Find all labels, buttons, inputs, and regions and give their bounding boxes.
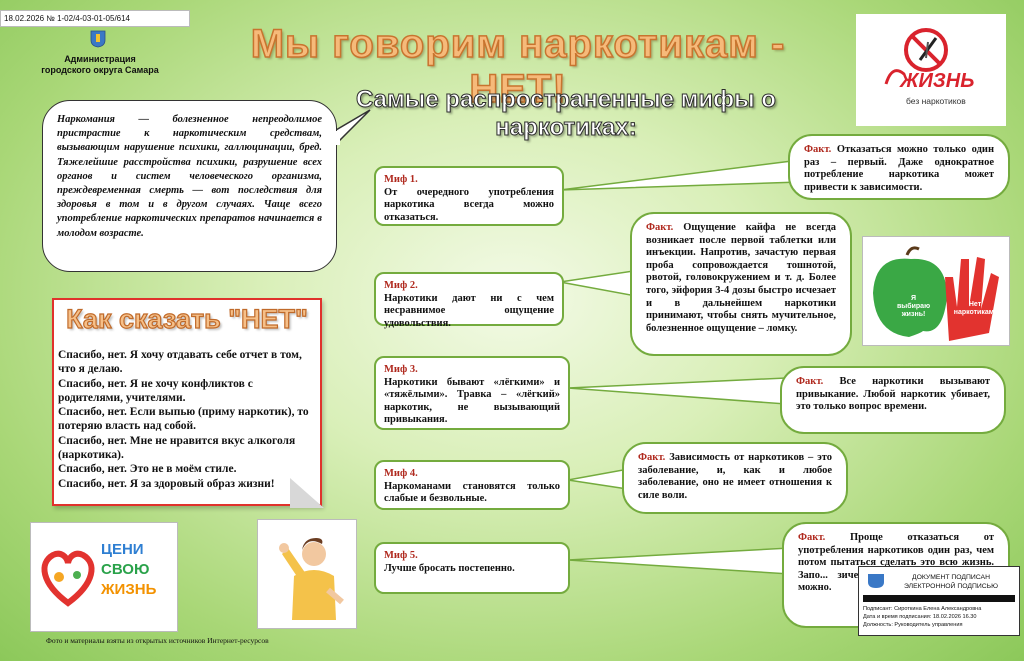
myth-text: Наркоманами становятся только слабые и б… xyxy=(384,480,560,505)
apple-text-2: выбираю xyxy=(897,303,931,310)
myth-card-4: Миф 4. Наркоманами становятся только сла… xyxy=(374,460,570,510)
refusal-phrase: Спасибо, нет. Это не в моём стиле. xyxy=(58,463,237,476)
how-to-say-no-card xyxy=(52,298,322,506)
apple-and-hand-icon xyxy=(873,246,999,341)
fact-label: Факт. xyxy=(804,144,832,155)
heart-icon xyxy=(41,550,95,607)
waving-person-picture xyxy=(257,519,357,629)
myth-card-3: Миф 3. Наркотики бывают «лёгкими» и «тяж… xyxy=(374,356,570,430)
city-emblem-icon xyxy=(90,30,106,48)
refusal-phrase: Спасибо, нет. Мне не нравится вкус алког… xyxy=(58,434,296,462)
myth-text: Наркотики дают ни с чем несравнимое ощущ… xyxy=(384,292,554,329)
stamp-title-2: ЭЛЕКТРОННОЙ ПОДПИСЬЮ xyxy=(904,583,998,590)
fact-text: Все наркотики вызывают привыкание. Любой… xyxy=(796,376,990,413)
myth-label: Миф 1. xyxy=(384,174,418,185)
page-title: Мы говорим наркотикам - НЕТ! xyxy=(250,21,786,112)
addiction-definition: Наркомания — болезненное непреодолимое п… xyxy=(42,100,337,272)
fact-text: Отказаться можно только один раз – первы… xyxy=(804,144,995,193)
fact-bubble-2: Факт. Ощущение кайфа не всегда возникает… xyxy=(630,212,852,356)
stamp-position: Должность: Руководитель управления xyxy=(863,622,963,628)
myth-card-5: Миф 5. Лучше бросать постепенно. xyxy=(374,542,570,594)
apple-text-1: Я xyxy=(911,295,917,302)
myth-label: Миф 5. xyxy=(384,550,418,561)
no-drugs-icon xyxy=(884,28,948,85)
value-your-life-picture: ЦЕНИ СВОЮ ЖИЗНЬ xyxy=(30,522,178,632)
fact-label: Факт. xyxy=(646,222,674,233)
stamp-signer: Подписант: Сироткина Елена Александровна xyxy=(863,606,982,612)
sources-footnote: Фото и материалы взяты из открытых источ… xyxy=(46,636,269,645)
refusal-phrase: Спасибо, нет. Я хочу отдавать себе отчет… xyxy=(58,349,302,376)
choose-life-picture: Я выбираю жизнь! Нет наркотикам! xyxy=(862,236,1010,346)
value-life-word-2: СВОЮ xyxy=(101,561,150,578)
admin-line-1: Администрация xyxy=(64,54,136,64)
myth-text: Наркотики бывают «лёгкими» и «тяжёлыми».… xyxy=(384,376,560,426)
myth-card-2: Миф 2. Наркотики дают ни с чем несравним… xyxy=(374,272,564,329)
page-curl-decoration xyxy=(290,478,324,508)
stamp-title: ДОКУМЕНТ ПОДПИСАН ЭЛЕКТРОННОЙ ПОДПИСЬЮ xyxy=(889,573,1013,591)
emblem-icon xyxy=(868,574,884,588)
myth-label: Миф 2. xyxy=(384,280,418,291)
fact-label: Факт. xyxy=(798,532,826,543)
fact-text: Зависимость от наркотиков – это заболева… xyxy=(638,452,833,501)
choose-life-text: Я выбираю жизнь! xyxy=(897,295,930,319)
admin-line-2: городского округа Самара xyxy=(41,65,159,75)
person-icon xyxy=(279,538,344,620)
myth-text: Лучше бросать постепенно. xyxy=(384,562,515,574)
stamp-date: Дата и время подписания: 18.02.2026 16.3… xyxy=(863,614,977,620)
page-subtitle: Самые распространенные мифы о наркотиках… xyxy=(356,86,777,142)
fact-text: Ощущение кайфа не всегда возникает после… xyxy=(646,222,837,334)
myth-text: От очередного употребления наркотика все… xyxy=(384,186,554,223)
value-life-word-1: ЦЕНИ xyxy=(101,541,144,558)
myth-label: Миф 4. xyxy=(384,468,418,479)
stamp-title-1: ДОКУМЕНТ ПОДПИСАН xyxy=(912,574,990,581)
refusal-phrase: Спасибо, нет. Я не хочу конфликтов с род… xyxy=(58,377,253,404)
apple-text-3: жизнь! xyxy=(901,311,926,318)
value-life-word-3: ЖИЗНЬ xyxy=(101,581,157,598)
fact-bubble-3: Факт. Все наркотики вызывают привыкание.… xyxy=(780,366,1006,434)
bubble-tail-cover xyxy=(334,131,340,145)
fact-bubble-4: Факт. Зависимость от наркотиков – это за… xyxy=(622,442,848,514)
myth-label: Миф 3. xyxy=(384,364,418,375)
life-without-drugs-logo: ЖИЗНЬ без наркотиков xyxy=(856,14,1006,126)
hand-text-2: наркотикам! xyxy=(953,309,997,316)
administration-title: Администрация городского округа Самара xyxy=(30,54,170,76)
logo-word: ЖИЗНЬ xyxy=(900,70,975,92)
logo-tagline: без наркотиков xyxy=(906,96,966,106)
fact-bubble-1: Факт. Отказаться можно только один раз –… xyxy=(788,134,1010,200)
refusal-phrase: Спасибо, нет. Я за здоровый образ жизни! xyxy=(58,477,275,490)
document-number: 18.02.2026 № 1-02/4-03-01-05/614 xyxy=(0,10,190,27)
fact-label: Факт. xyxy=(638,452,666,463)
electronic-signature-stamp: ДОКУМЕНТ ПОДПИСАН ЭЛЕКТРОННОЙ ПОДПИСЬЮ П… xyxy=(858,566,1020,636)
refusal-phrases: Спасибо, нет. Я хочу отдавать себе отчет… xyxy=(58,348,320,491)
certificate-bar xyxy=(863,595,1015,602)
refusal-phrase: Спасибо, нет. Если выпью (приму наркотик… xyxy=(58,406,309,433)
no-to-drugs-text: Нет наркотикам! xyxy=(949,301,1001,317)
fact-label: Факт. xyxy=(796,376,824,387)
hand-text-1: Нет xyxy=(968,301,982,308)
how-to-say-no-title: Как сказать "НЕТ" xyxy=(66,303,309,334)
myth-card-1: Миф 1. От очередного употребления наркот… xyxy=(374,166,564,226)
